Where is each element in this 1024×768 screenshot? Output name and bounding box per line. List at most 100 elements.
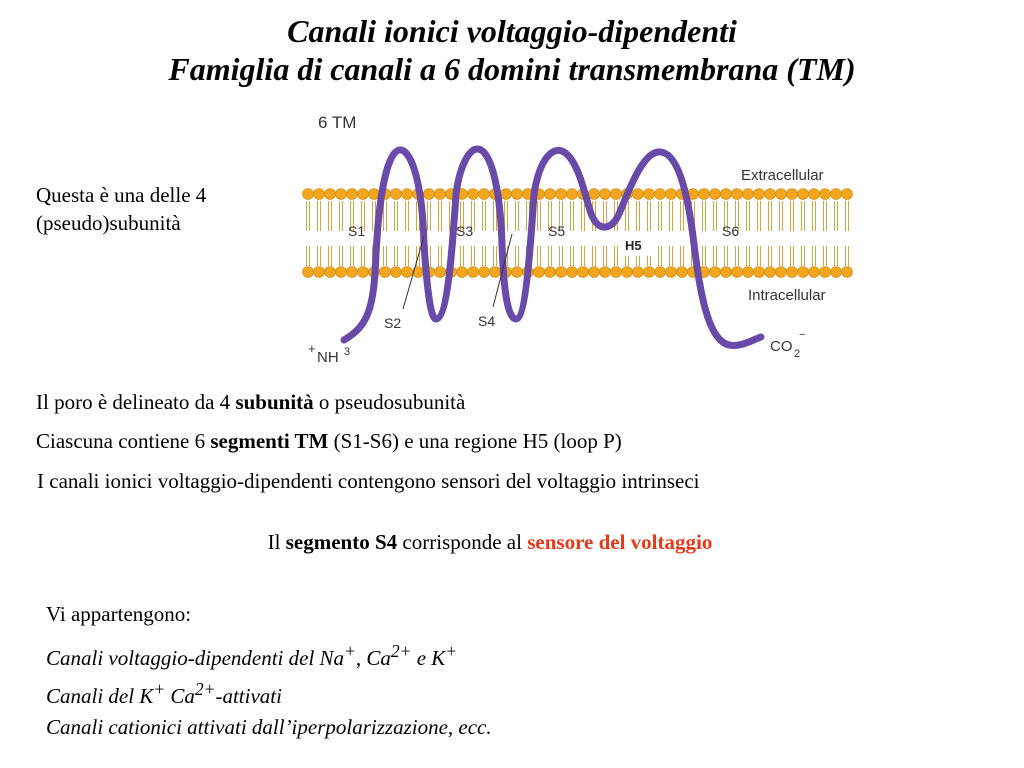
lipid-head xyxy=(610,188,622,200)
lipid-head xyxy=(588,188,600,200)
lipid-head xyxy=(456,266,468,278)
body-line-4-bold: segmento S4 xyxy=(285,530,398,554)
side-note-line-1: Questa è una delle 4 xyxy=(36,183,207,207)
lipid-head xyxy=(665,266,677,278)
segment-label-s6: S6 xyxy=(722,223,739,239)
body-line-4: Il segmento S4 corrisponde al sensore de… xyxy=(0,529,980,555)
lipid-head xyxy=(610,266,622,278)
lipid-head xyxy=(379,266,391,278)
lipid-head xyxy=(346,188,358,200)
lipid-head xyxy=(357,188,369,200)
list-item-1-sup-1: + xyxy=(344,641,356,661)
lipid-head xyxy=(665,188,677,200)
lipid-head xyxy=(786,266,798,278)
title-line-1: Canali ionici voltaggio-dipendenti xyxy=(287,13,737,49)
lipid-head xyxy=(577,266,589,278)
lipid-head xyxy=(467,188,479,200)
c-terminus-subscript: 2 xyxy=(794,348,800,360)
label-intracellular: Intracellular xyxy=(748,287,826,304)
lipid-head xyxy=(555,188,567,200)
body-line-1: Il poro è delineato da 4 subunità o pseu… xyxy=(36,389,465,415)
lipid-head xyxy=(599,188,611,200)
lipid-head xyxy=(500,188,512,200)
lipid-head xyxy=(819,188,831,200)
lipid-head xyxy=(544,188,556,200)
lipid-head xyxy=(335,266,347,278)
segment-label-s1: S1 xyxy=(348,223,365,239)
title-line-2: Famiglia di canali a 6 domini transmembr… xyxy=(168,51,856,87)
list-item-2-a: Canali del K xyxy=(46,684,154,708)
lipid-head xyxy=(654,266,666,278)
channel-topology-diagram: S1 S2 S3 S4 S5 S6 H5 6 TM Extracellular … xyxy=(302,113,853,366)
side-note: Questa è una delle 4 (pseudo)subunità xyxy=(36,181,206,237)
lipid-head xyxy=(555,266,567,278)
lipid-head xyxy=(764,188,776,200)
list-item-2-sup-1: + xyxy=(153,679,166,699)
lipid-head xyxy=(720,266,732,278)
lipid-head xyxy=(423,188,435,200)
lipid-head xyxy=(753,266,765,278)
lipid-head xyxy=(434,266,446,278)
lipid-head xyxy=(841,188,853,200)
list-item-2: Canali del K+ Ca2+-attivati xyxy=(46,676,282,709)
lipid-head xyxy=(478,266,490,278)
lipid-head xyxy=(401,266,413,278)
list-item-1-sup-2: 2+ xyxy=(390,641,412,661)
lipid-head xyxy=(830,266,842,278)
list-item-2-b: Ca xyxy=(165,684,195,708)
lipid-head xyxy=(544,266,556,278)
lipid-head xyxy=(643,266,655,278)
lipid-head xyxy=(709,266,721,278)
lipid-head xyxy=(401,188,413,200)
h5-label: H5 xyxy=(625,238,642,253)
list-item-1: Canali voltaggio-dipendenti del Na+, Ca2… xyxy=(46,638,457,671)
lipid-head xyxy=(313,266,325,278)
lipid-head xyxy=(841,266,853,278)
label-6tm: 6 TM xyxy=(318,113,356,132)
body-line-2-text: Ciascuna contiene 6 xyxy=(36,429,211,453)
lipid-head xyxy=(324,188,336,200)
c-terminus-text: CO xyxy=(770,338,793,355)
lipid-head xyxy=(764,266,776,278)
lipid-head xyxy=(819,266,831,278)
lipid-head xyxy=(434,188,446,200)
lipid-head xyxy=(621,266,633,278)
body-line-4-text: Il xyxy=(267,530,286,554)
body-line-2-bold: segmenti TM xyxy=(210,429,329,453)
segment-label-s5: S5 xyxy=(548,223,565,239)
lipid-head xyxy=(511,266,523,278)
side-note-line-2: (pseudo)subunità xyxy=(36,211,181,235)
lipid-head xyxy=(698,188,710,200)
list-item-1-c: e K xyxy=(411,646,446,670)
lipid-head xyxy=(533,266,545,278)
lipid-head xyxy=(313,188,325,200)
label-extracellular: Extracellular xyxy=(741,167,824,184)
lipid-head xyxy=(742,188,754,200)
lipid-head xyxy=(709,188,721,200)
lipid-head xyxy=(632,266,644,278)
body-line-1-bold: subunità xyxy=(235,390,314,414)
lipid-head xyxy=(357,266,369,278)
lipid-head xyxy=(335,188,347,200)
list-item-1-b: , Ca xyxy=(355,646,391,670)
c-terminus-minus: − xyxy=(799,329,805,341)
lipid-head xyxy=(588,266,600,278)
lipid-head xyxy=(731,188,743,200)
n-terminus-text: NH xyxy=(317,349,339,366)
lipid-head xyxy=(390,188,402,200)
lipid-head xyxy=(808,188,820,200)
lipid-head xyxy=(731,266,743,278)
segment-labels: S1 S2 S3 S4 S5 S6 xyxy=(348,223,739,331)
s2-leader-line xyxy=(402,235,425,310)
lipid-head xyxy=(808,266,820,278)
voltage-sensor-highlight: sensore del voltaggio xyxy=(527,530,713,554)
body-line-2: Ciascuna contiene 6 segmenti TM (S1-S6) … xyxy=(36,428,622,454)
lipid-head xyxy=(775,266,787,278)
lipid-head xyxy=(753,188,765,200)
h5-label-bg xyxy=(618,234,652,256)
list-heading: Vi appartengono: xyxy=(46,602,192,626)
lipid-head xyxy=(632,188,644,200)
lipid-head xyxy=(643,188,655,200)
lipid-head xyxy=(742,266,754,278)
lipid-head xyxy=(467,266,479,278)
